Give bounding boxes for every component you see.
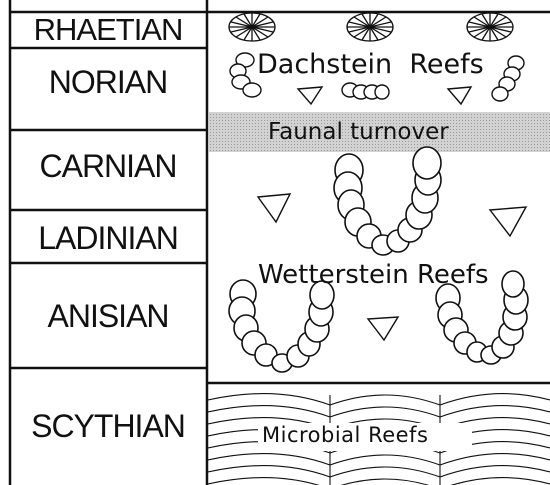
conodont-icon xyxy=(448,87,471,104)
stage-anisian: ANISIAN xyxy=(10,300,206,332)
wetterstein-sponge-chain-upper xyxy=(334,147,441,255)
faunal-turnover-label: Faunal turnover xyxy=(268,121,449,144)
coral-icon xyxy=(347,13,393,41)
conodont-icon xyxy=(368,317,398,340)
conodont-icon xyxy=(258,194,290,222)
stage-rhaetian: RHAETIAN xyxy=(10,14,206,45)
stage-scythian: SCYTHIAN xyxy=(10,410,206,442)
stage-carnian: CARNIAN xyxy=(10,150,206,182)
coral-icon xyxy=(467,13,513,41)
conodont-icon xyxy=(490,207,526,236)
wetterstein-sponge-chain-left xyxy=(229,280,334,372)
dachstein-coral-icons xyxy=(229,13,513,41)
wetterstein-reefs-label: Wetterstein Reefs xyxy=(258,262,489,288)
microbial-reefs-label: Microbial Reefs xyxy=(262,425,428,446)
stage-ladinian: LADINIAN xyxy=(10,222,206,254)
conodont-icon xyxy=(298,87,322,104)
dachstein-reefs-label: Dachstein Reefs xyxy=(257,51,484,78)
coral-icon xyxy=(229,13,275,41)
stage-norian: NORIAN xyxy=(10,66,206,98)
